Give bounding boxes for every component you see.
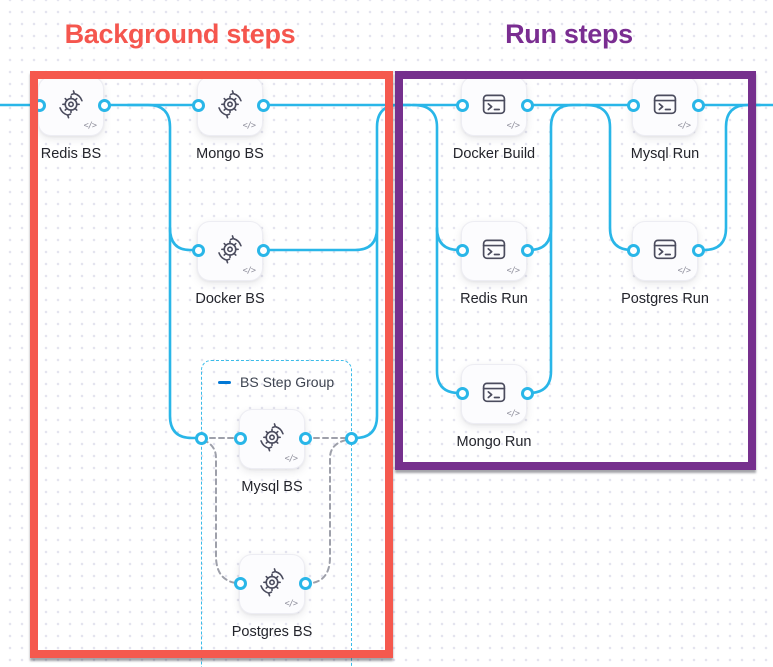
step-card[interactable]: </> xyxy=(197,221,263,281)
step-label: Postgres BS xyxy=(231,624,313,640)
connector-port[interactable] xyxy=(194,431,208,445)
run-steps-annotation-box xyxy=(395,71,756,470)
connector-port[interactable] xyxy=(233,576,247,590)
connector-path xyxy=(411,103,464,395)
connector-port[interactable] xyxy=(455,386,469,400)
connector-port[interactable] xyxy=(520,243,534,257)
code-icon: </> xyxy=(284,599,298,609)
step-label: Mongo Run xyxy=(456,434,532,450)
code-icon: </> xyxy=(506,409,520,419)
step-mysql-bs[interactable]: </> Mysql BS xyxy=(239,409,305,495)
bs-step-group-header[interactable]: BS Step Group xyxy=(218,374,334,390)
step-label: Docker BS xyxy=(195,291,265,307)
step-label: Redis BS xyxy=(40,146,102,162)
step-label: Mysql BS xyxy=(241,479,303,495)
step-card[interactable]: </> xyxy=(239,409,305,469)
connector-port[interactable] xyxy=(344,431,358,445)
step-label: Redis Run xyxy=(460,291,528,307)
connector-port[interactable] xyxy=(298,431,312,445)
step-mongo-run[interactable]: </> Mongo Run xyxy=(457,364,531,450)
connector-port[interactable] xyxy=(256,243,270,257)
step-label: Postgres Run xyxy=(621,291,709,307)
connector-path xyxy=(168,226,200,252)
step-docker-bs[interactable]: </> Docker BS xyxy=(195,221,265,307)
code-icon: </> xyxy=(506,266,520,276)
step-card[interactable]: </> xyxy=(461,364,527,424)
connector-path xyxy=(696,103,762,252)
connector-port[interactable] xyxy=(191,243,205,257)
connector-port[interactable] xyxy=(97,98,111,112)
bs-step-group-box[interactable]: BS Step Group xyxy=(201,360,352,667)
dashed-connector-path xyxy=(304,439,347,584)
code-icon: </> xyxy=(242,266,256,276)
code-icon: </> xyxy=(677,121,691,131)
background-steps-title: Background steps xyxy=(64,19,296,49)
connector-port[interactable] xyxy=(233,431,247,445)
dashed-connector-path xyxy=(202,439,241,584)
step-postgres-bs[interactable]: </> Postgres BS xyxy=(232,554,312,640)
collapse-minus-icon[interactable] xyxy=(218,380,231,384)
connector-port[interactable] xyxy=(691,98,705,112)
code-icon: </> xyxy=(284,454,298,464)
step-group-label: BS Step Group xyxy=(240,374,335,390)
connector-port[interactable] xyxy=(626,243,640,257)
code-icon: </> xyxy=(242,121,256,131)
connector-port[interactable] xyxy=(191,98,205,112)
step-docker-build[interactable]: </> Docker Build xyxy=(453,76,535,162)
background-steps-annotation-box xyxy=(30,71,393,658)
step-card[interactable]: </> xyxy=(197,76,263,136)
step-label: Mysql Run xyxy=(630,146,700,162)
run-steps-title: Run steps xyxy=(505,19,633,49)
step-postgres-run[interactable]: </> Postgres Run xyxy=(621,221,709,307)
connector-path xyxy=(584,103,635,252)
code-icon: </> xyxy=(83,121,97,131)
connector-port[interactable] xyxy=(691,243,705,257)
connector-port[interactable] xyxy=(520,98,534,112)
code-icon: </> xyxy=(677,266,691,276)
step-mongo-bs[interactable]: </> Mongo BS xyxy=(196,76,264,162)
connector-port[interactable] xyxy=(455,243,469,257)
connector-path xyxy=(126,103,203,440)
step-label: Docker Build xyxy=(452,146,536,162)
connector-port[interactable] xyxy=(256,98,270,112)
step-card[interactable]: </> xyxy=(632,76,698,136)
connector-port[interactable] xyxy=(520,386,534,400)
connector-port[interactable] xyxy=(298,576,312,590)
connector-port[interactable] xyxy=(626,98,640,112)
step-label: Mongo BS xyxy=(196,146,264,162)
connector-port[interactable] xyxy=(455,98,469,112)
code-icon: </> xyxy=(506,121,520,131)
connector-path xyxy=(525,103,582,395)
step-mysql-run[interactable]: </> Mysql Run xyxy=(631,76,699,162)
